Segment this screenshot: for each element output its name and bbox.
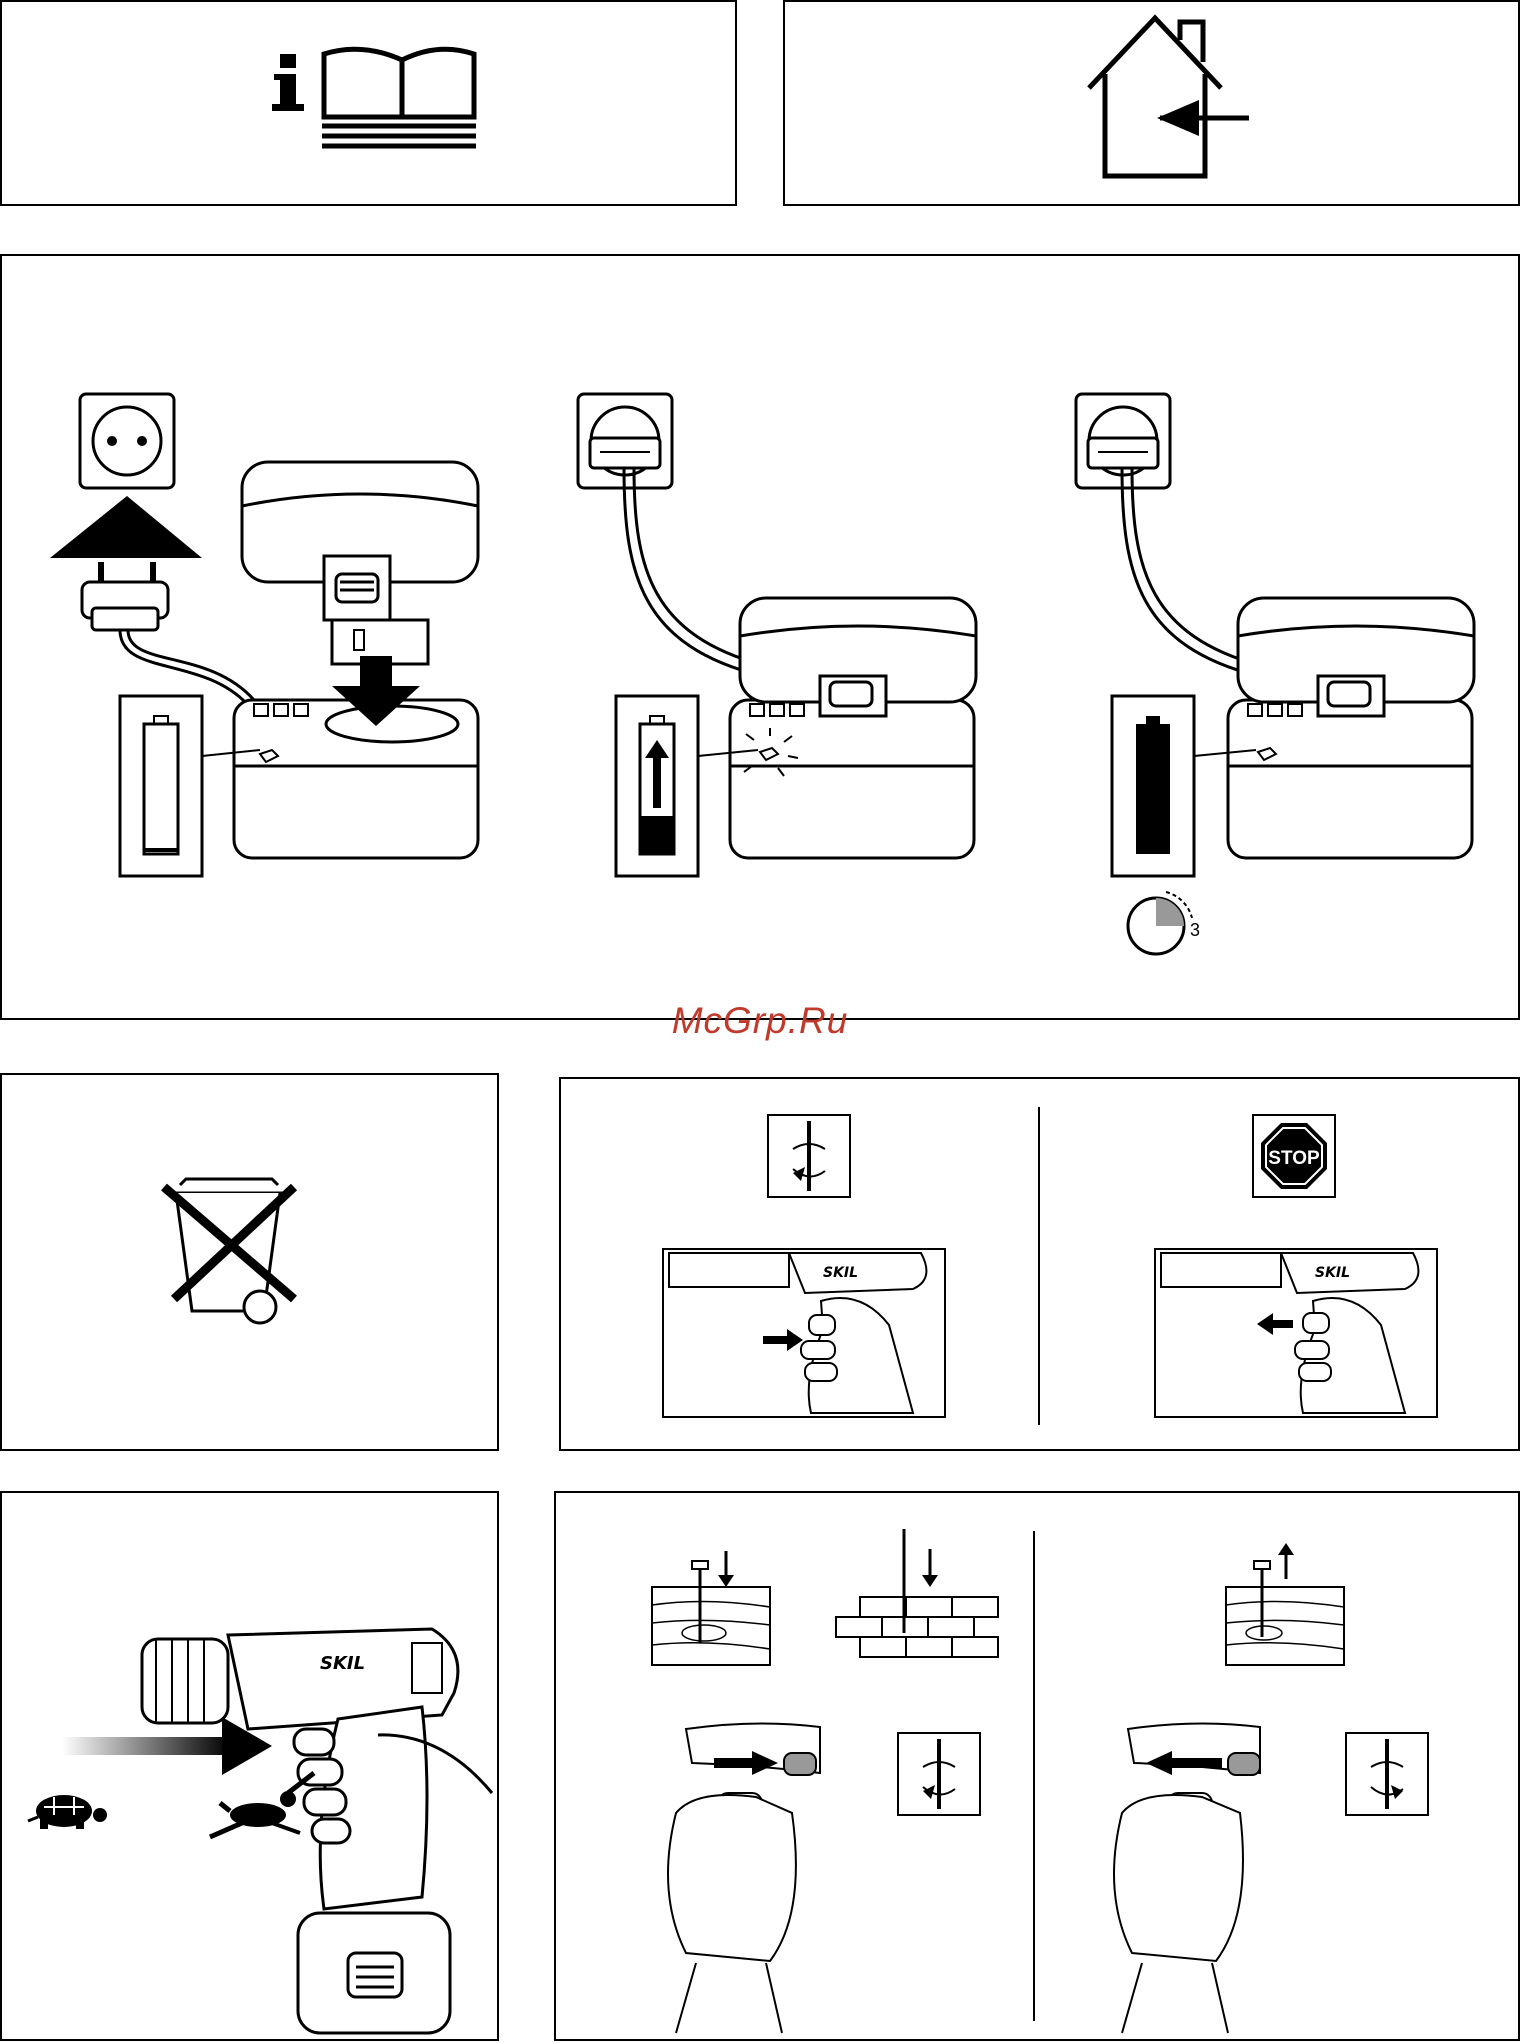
panel-disposal (0, 1073, 499, 1451)
house-indoor-arrow-icon (785, 2, 1520, 208)
timer-label: 3 (1190, 920, 1200, 940)
panel-charging: 3 (0, 254, 1520, 1020)
wall-socket-icon (80, 394, 174, 488)
panel-read-manual (0, 0, 737, 206)
rotation-reverse-icon (1346, 1733, 1428, 1815)
drill-forward-illustration: SKIL (663, 1249, 945, 1417)
watermark-text: McGrp.Ru (672, 1000, 849, 1041)
panel-screw-direction (554, 1491, 1520, 2041)
charging-illustration: 3 (2, 256, 1520, 1022)
hare-icon (210, 1773, 314, 1837)
timer-icon: 3 (1128, 892, 1200, 954)
rotation-icon (898, 1733, 980, 1815)
drill-stop-illustration: SKIL (1155, 1249, 1437, 1417)
info-book-icon (2, 2, 739, 208)
panel-variable-speed: SKIL (0, 1491, 499, 2041)
direction-switch-reverse-illustration (1114, 1723, 1260, 2033)
wood-screw-in-illustration (652, 1551, 770, 1665)
direction-switch-forward-illustration (668, 1723, 820, 2033)
drill-brand-label: SKIL (823, 1265, 858, 1281)
drill-brand-label: SKIL (1315, 1265, 1350, 1281)
drill-speed-illustration: SKIL (142, 1629, 492, 2033)
panel-switch-stop: SKIL STOP SKIL (559, 1077, 1520, 1451)
drill-brand-label: SKIL (320, 1653, 365, 1674)
wood-screw-out-illustration (1226, 1543, 1344, 1665)
rotation-icon (768, 1115, 850, 1197)
brick-drill-illustration (836, 1529, 998, 1657)
stop-sign-icon: STOP (1253, 1115, 1335, 1197)
panel-indoor-use (783, 0, 1520, 206)
watermark: McGrp.Ru (0, 1000, 1520, 1042)
stop-sign-label: STOP (1268, 1148, 1320, 1169)
crossed-bin-icon (2, 1075, 501, 1453)
turtle-icon (28, 1795, 107, 1829)
